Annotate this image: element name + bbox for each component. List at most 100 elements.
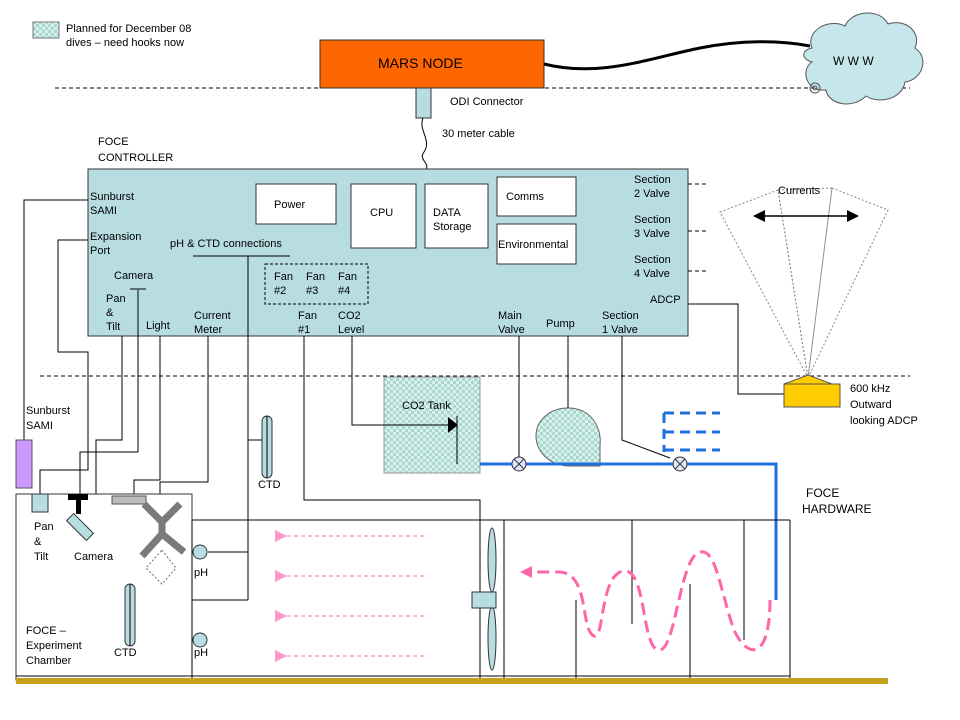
chamber-label-1: FOCE – (26, 625, 67, 637)
ph-label-lower: pH (194, 647, 208, 659)
pan-label-1: Pan (34, 521, 54, 533)
ctl-sunburst-1: Sunburst (90, 191, 134, 203)
www-cloud (803, 12, 924, 105)
power-box (255, 183, 337, 225)
www-cable (543, 40, 811, 71)
camera-body (65, 512, 95, 542)
co2-level-1: CO2 (338, 310, 361, 322)
fan4-2: #4 (338, 285, 350, 297)
environmental-label: Environmental (498, 239, 568, 251)
odi-connector (415, 87, 432, 119)
legend-text-line2: dives – need hooks now (66, 37, 184, 49)
fan3-2: #3 (306, 285, 318, 297)
sec4-1: Section (634, 254, 671, 266)
adcp-beam-right (807, 187, 889, 379)
sec3-2: 3 Valve (634, 228, 670, 240)
pan-label-3: Tilt (34, 551, 48, 563)
fan2-2: #2 (274, 285, 286, 297)
sec1-valve-line (621, 336, 671, 459)
controller-title-1: FOCE (98, 136, 129, 148)
ctl-light: Light (146, 320, 170, 332)
fans-group-box (264, 263, 369, 305)
cable-label: 30 meter cable (442, 128, 515, 140)
sec1-2: 1 Valve (602, 324, 638, 336)
ctl-pan-2: & (106, 307, 114, 319)
fan1-blade-lower (487, 605, 497, 671)
camera-mount (68, 494, 88, 500)
ctd-label-lower: CTD (114, 647, 137, 659)
sec1-valve-x2 (674, 458, 686, 470)
pump (535, 407, 601, 467)
ctl-camera: Camera (114, 270, 154, 282)
environmental-box (496, 223, 577, 265)
camera-post (76, 500, 81, 514)
co2-level-line (351, 336, 455, 426)
seafloor (16, 678, 888, 684)
sami-instrument (15, 439, 33, 489)
ctd-label-upper: CTD (258, 479, 281, 491)
meter-cable (421, 117, 428, 171)
current-meter-wire (159, 336, 209, 495)
camera-wire-down (79, 451, 138, 498)
main-valve-x2 (513, 458, 525, 470)
sec1-1: Section (602, 310, 639, 322)
co2-arrow-head (448, 417, 458, 433)
ph-sensor-upper (192, 544, 208, 560)
data-storage-box (424, 183, 489, 249)
ctl-pan-1: Pan (106, 293, 126, 305)
adcp-label-3: looking ADCP (850, 415, 918, 427)
serpentine-flow (530, 550, 772, 652)
serpentine-arrow-head (520, 566, 532, 578)
current-meter-sensor (145, 549, 177, 585)
ctl-expansion-1: Expansion (90, 231, 141, 243)
expansion-wire (39, 239, 89, 495)
ph-label-upper: pH (194, 567, 208, 579)
cloud-bubble-large (809, 82, 821, 94)
fan1-blade-upper (487, 527, 497, 593)
light-fixture (111, 495, 147, 505)
light-wire (133, 336, 161, 495)
co2-level-2: Level (338, 324, 364, 336)
ctl-current-1: Current (194, 310, 231, 322)
chamber-label-3: Chamber (26, 655, 72, 667)
fan3-1: Fan (306, 271, 325, 283)
chamber-label-2: Experiment (26, 640, 82, 652)
cpu-label: CPU (370, 207, 393, 219)
www-label: W W W (833, 54, 874, 68)
pan-tilt-wire (95, 336, 123, 495)
cloud-bubble-small (812, 85, 818, 91)
sec2-1: Section (634, 174, 671, 186)
adcp-label-1: 600 kHz (850, 383, 890, 395)
legend-text-line1: Planned for December 08 (66, 23, 191, 35)
data-storage-label-1: DATA (433, 207, 461, 219)
pan-label-2: & (34, 536, 42, 548)
main-valve-2: Valve (498, 324, 525, 336)
ctl-pan-3: Tilt (106, 321, 120, 333)
data-storage-label-2: Storage (433, 221, 472, 233)
camera-label: Camera (74, 551, 114, 563)
ctl-expansion-2: Port (90, 245, 110, 257)
hardware-label-2: HARDWARE (802, 502, 872, 516)
main-valve-1: Main (498, 310, 522, 322)
hardware-label-1: FOCE (806, 486, 839, 500)
adcp-label-2: Outward (850, 399, 892, 411)
adcp-port-label: ADCP (650, 294, 681, 306)
sami-label-2: SAMI (26, 420, 53, 432)
adcp-instrument (783, 383, 841, 408)
legend-swatch (32, 21, 60, 39)
fan1-2: #1 (298, 324, 310, 336)
comms-box (496, 176, 577, 217)
planned-pipes (662, 411, 720, 452)
power-label: Power (274, 199, 306, 211)
pan-tilt-unit (31, 493, 49, 513)
current-meter (139, 501, 187, 559)
mars-node-label: MARS NODE (378, 55, 463, 71)
blue-pipe (480, 462, 778, 600)
cpu-box (350, 183, 417, 249)
sec3-1: Section (634, 214, 671, 226)
pump-label: Pump (546, 318, 575, 330)
co2-tank-label: CO2 Tank (402, 400, 451, 412)
ph-sensor-lower (192, 632, 208, 648)
